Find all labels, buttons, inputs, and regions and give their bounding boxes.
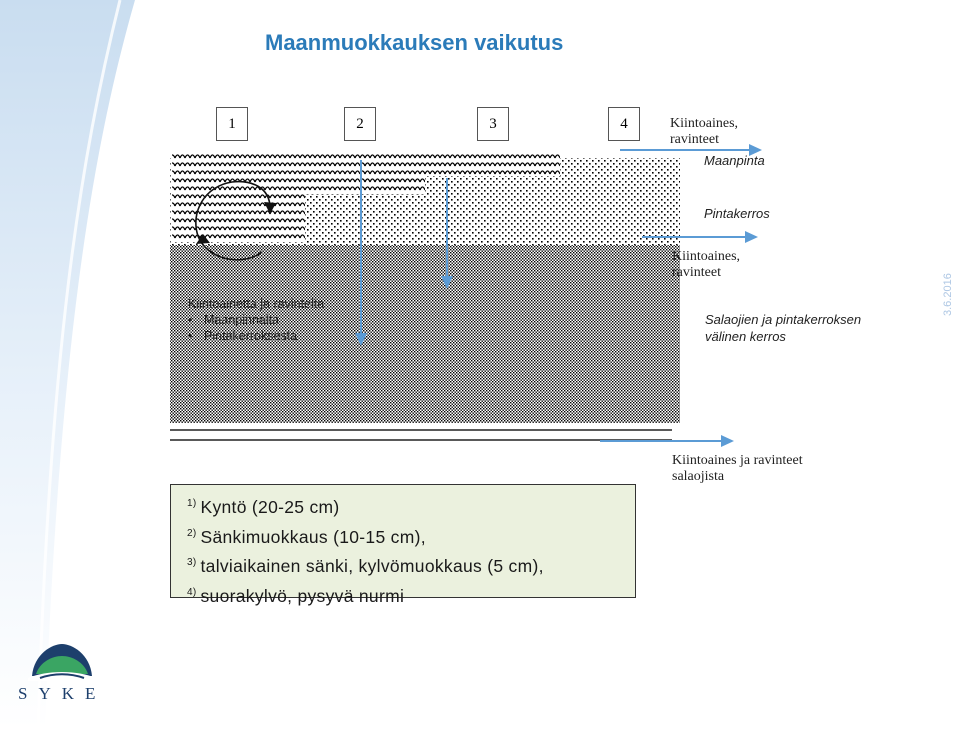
label-kiintoaines-topsoil: Kiintoaines, ravinteet <box>672 249 741 280</box>
label-maanpinta: Maanpinta <box>704 153 765 168</box>
source-item: Maanpinnalta <box>188 312 324 328</box>
sources-heading: Kiintoainetta ja ravinteita <box>188 297 325 311</box>
soil-diagram <box>170 144 762 447</box>
column-box-1: 1 <box>216 107 248 141</box>
legend-box: 1)Kyntö (20-25 cm) 2)Sänkimuokkaus (10-1… <box>170 484 636 606</box>
slide-date: 3.6.2016 <box>942 273 954 316</box>
legend-item: 1)Kyntö (20-25 cm) <box>187 497 340 517</box>
column-box-3: 3 <box>477 107 509 141</box>
label-salaojista: Kiintoaines ja ravinteet salaojista <box>672 453 803 484</box>
sources-text: Kiintoainetta ja ravinteita Maanpinnalta… <box>188 296 324 344</box>
legend-item: 2)Sänkimuokkaus (10-15 cm), <box>187 526 426 547</box>
label-pintakerros: Pintakerros <box>704 206 770 221</box>
column-box-4: 4 <box>608 107 640 141</box>
sources-list: Maanpinnalta Pintakerroksesta <box>188 312 324 344</box>
plough-rotation-arrow <box>195 180 271 261</box>
source-item: Pintakerroksesta <box>188 328 324 344</box>
page-title: Maanmuokkauksen vaikutus <box>265 30 564 55</box>
label-kiintoaines-surface: Kiintoaines, ravinteet <box>670 116 739 147</box>
legend-item: 3)talviaikainen sänki, kylvömuokkaus (5 … <box>187 556 544 576</box>
decorative-sidebar <box>0 0 135 729</box>
syke-logo-text: SYKE <box>18 684 107 703</box>
column-box-2: 2 <box>344 107 376 141</box>
label-salaojien-kerros: Salaojien ja pintakerroksen välinen kerr… <box>705 312 862 344</box>
legend-item: 4)suorakylvö, pysyvä nurmi <box>187 585 405 606</box>
syke-logo-icon <box>28 644 96 681</box>
